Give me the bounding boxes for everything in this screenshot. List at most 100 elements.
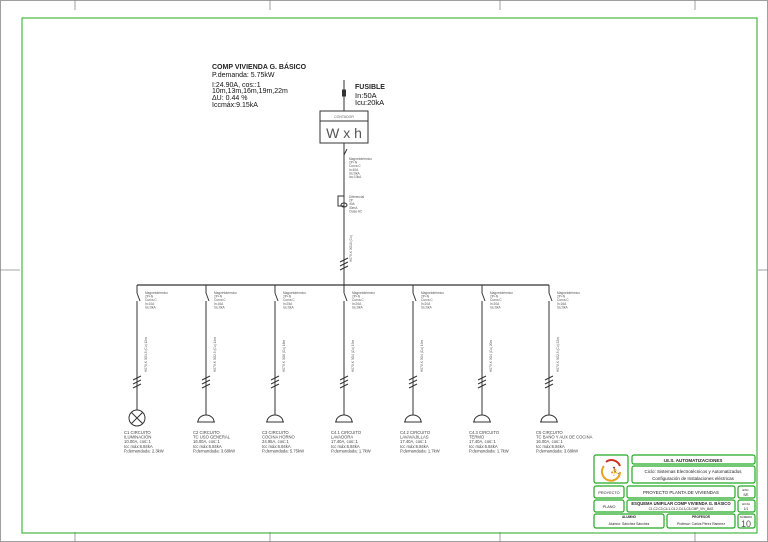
fuse-symbol bbox=[342, 89, 346, 97]
cable-marks bbox=[339, 375, 349, 389]
breaker-spec: Curva C bbox=[352, 298, 364, 302]
breaker-spec: Icu:6kA bbox=[283, 305, 295, 309]
project-label: PROYECTO bbox=[598, 491, 619, 495]
circuit-info-line: 16.00A, cos::1 bbox=[536, 439, 563, 444]
main-breaker-spec: Curva C bbox=[349, 164, 361, 168]
cable-marks bbox=[270, 375, 280, 389]
panel-info-line: 10m,13m,16m,19m,22m bbox=[212, 88, 288, 95]
breaker-spec: Icu:6kA bbox=[557, 305, 569, 309]
drawing-frame bbox=[21, 17, 758, 534]
fuse-icu: Icu:20kA bbox=[355, 98, 384, 107]
project-name: PROYECTO PLANTA DE VIVIENDAS bbox=[643, 490, 719, 495]
breaker-spec: 2P+N bbox=[490, 295, 499, 299]
lamp-cross bbox=[131, 412, 143, 424]
circuit-info-line: C2 CIRCUITO bbox=[193, 430, 220, 435]
panel-title: COMP VIVIENDA G. BÁSICO bbox=[212, 62, 307, 71]
breaker-symbol bbox=[412, 292, 417, 302]
breaker-spec: Curva C bbox=[421, 298, 433, 302]
lamp-icon bbox=[128, 409, 146, 427]
panel-info-line: I:24.90A, cos::1 bbox=[212, 82, 261, 89]
socket-icon bbox=[197, 414, 215, 423]
breaker-symbol bbox=[481, 292, 486, 302]
breaker-symbol bbox=[274, 292, 279, 302]
cable-marks bbox=[544, 375, 554, 389]
meter-label: CONTADOR bbox=[334, 115, 354, 119]
subject-line-2: Configuración de Instalaciones eléctrica… bbox=[652, 476, 735, 481]
cable-marks bbox=[477, 375, 487, 389]
cable-marks bbox=[408, 375, 418, 389]
circuit-info-line: Icc máx:6.84kA bbox=[331, 444, 360, 449]
circuit-info-line: Icc máx:6.84kA bbox=[193, 444, 222, 449]
breaker-spec: 2P+N bbox=[145, 295, 154, 299]
subject-line-1: Ciclo: Sistemas Electrotécnicos y Automa… bbox=[644, 469, 742, 474]
meter-symbol: W x h bbox=[326, 125, 362, 141]
circuit-info-line: P.demandada: 3.68kW bbox=[536, 448, 578, 453]
circuit-info-line: C4.1 CIRCUITO bbox=[331, 430, 362, 435]
main-breaker-spec: Magnetotérmico bbox=[349, 157, 372, 161]
breaker-spec: In:10A bbox=[145, 302, 155, 306]
sheet-label: HOJA bbox=[742, 502, 750, 506]
cable-label: H07V-K 3G1.5 (Cu) 12m bbox=[144, 337, 148, 372]
teacher-label: PROFESOR bbox=[692, 515, 711, 519]
circuit-info-line: Icc máx:6.84kA bbox=[536, 444, 565, 449]
differential-spec: Clase AC bbox=[349, 209, 363, 213]
breaker-spec: Magnetotérmico bbox=[214, 291, 237, 295]
author-name: Alumno: Sánchez Sánchez bbox=[609, 522, 650, 526]
circuit-info-line: C1 CIRCUITO bbox=[124, 430, 151, 435]
breaker-spec: 2P+N bbox=[283, 295, 292, 299]
main-breaker-spec: Icu:6kA bbox=[349, 171, 361, 175]
socket-icon bbox=[335, 414, 353, 423]
school-logo: ⛹ bbox=[601, 459, 621, 482]
breaker-symbol bbox=[548, 292, 553, 302]
circuit-info-line: LAVAVAJILLAS bbox=[400, 435, 429, 440]
plan-label: PLANO bbox=[603, 505, 616, 509]
breaker-spec: Magnetotérmico bbox=[557, 291, 580, 295]
circuit-info-line: Icc máx:6.84kA bbox=[400, 444, 429, 449]
breaker-spec: Curva C bbox=[557, 298, 569, 302]
breaker-spec: Icu:6kA bbox=[214, 305, 226, 309]
breaker-spec: In:16A bbox=[557, 302, 567, 306]
circuit-info-line: 17.40A, cos::1 bbox=[400, 439, 427, 444]
circuit-info-line: P.demandada: 2.3kW bbox=[124, 448, 164, 453]
cable-label: H07V-K 3G2.5 (Cu) 22m bbox=[556, 337, 560, 372]
breaker-spec: Magnetotérmico bbox=[283, 291, 306, 295]
breaker-spec: Curva C bbox=[283, 298, 295, 302]
panel-info-line: P.demanda: 5.75kW bbox=[212, 72, 275, 79]
fuse-in: In:50A bbox=[355, 91, 377, 100]
circuit-info-line: C4.2 CIRCUITO bbox=[400, 430, 431, 435]
breaker-spec: 2P+N bbox=[557, 295, 566, 299]
circuit-info-line: P.demandada: 1.7kW bbox=[469, 448, 509, 453]
main-cable-label: H07V-K 3G10 (Cu) bbox=[349, 235, 353, 262]
breaker-spec: 2P+N bbox=[421, 295, 430, 299]
breaker-symbol bbox=[136, 292, 141, 302]
breaker-spec: Icu:6kA bbox=[352, 305, 364, 309]
circuit-info-line: 24.95A, cos::1 bbox=[262, 439, 289, 444]
breaker-symbol bbox=[205, 292, 210, 302]
breaker-spec: Curva C bbox=[145, 298, 157, 302]
socket-icon bbox=[473, 414, 491, 423]
differential-spec: Diferencial bbox=[349, 195, 364, 199]
breaker-spec: In:20A bbox=[352, 302, 362, 306]
socket-icon bbox=[404, 414, 422, 423]
main-breaker-spec: In:40A bbox=[349, 168, 359, 172]
breaker-spec: In:25A bbox=[283, 302, 293, 306]
breaker-spec: Icu:6kA bbox=[490, 305, 502, 309]
breaker-spec: Magnetotérmico bbox=[421, 291, 444, 295]
circuit-info-line: TC BAÑO Y AUX DE COCINA bbox=[536, 435, 593, 440]
circuit-info-line: Icc máx:6.84kA bbox=[124, 444, 153, 449]
circuit-info-line: 16.00A, cos::1 bbox=[193, 439, 220, 444]
org-name: I.E.S. AUTOMATIZACIONES bbox=[664, 458, 723, 463]
differential-spec: 2P bbox=[349, 199, 353, 203]
main-breaker-spec: 2P+N bbox=[349, 161, 358, 165]
svg-text:⛹: ⛹ bbox=[610, 466, 620, 476]
cable-label: H07V-K 3G4 (Cu) 19m bbox=[420, 340, 424, 372]
cable-label: H07V-K 3G2.5 (Cu) 14m bbox=[213, 337, 217, 372]
circuit-info-line: ILUMINACIÓN bbox=[124, 435, 151, 440]
socket-icon bbox=[540, 414, 558, 423]
